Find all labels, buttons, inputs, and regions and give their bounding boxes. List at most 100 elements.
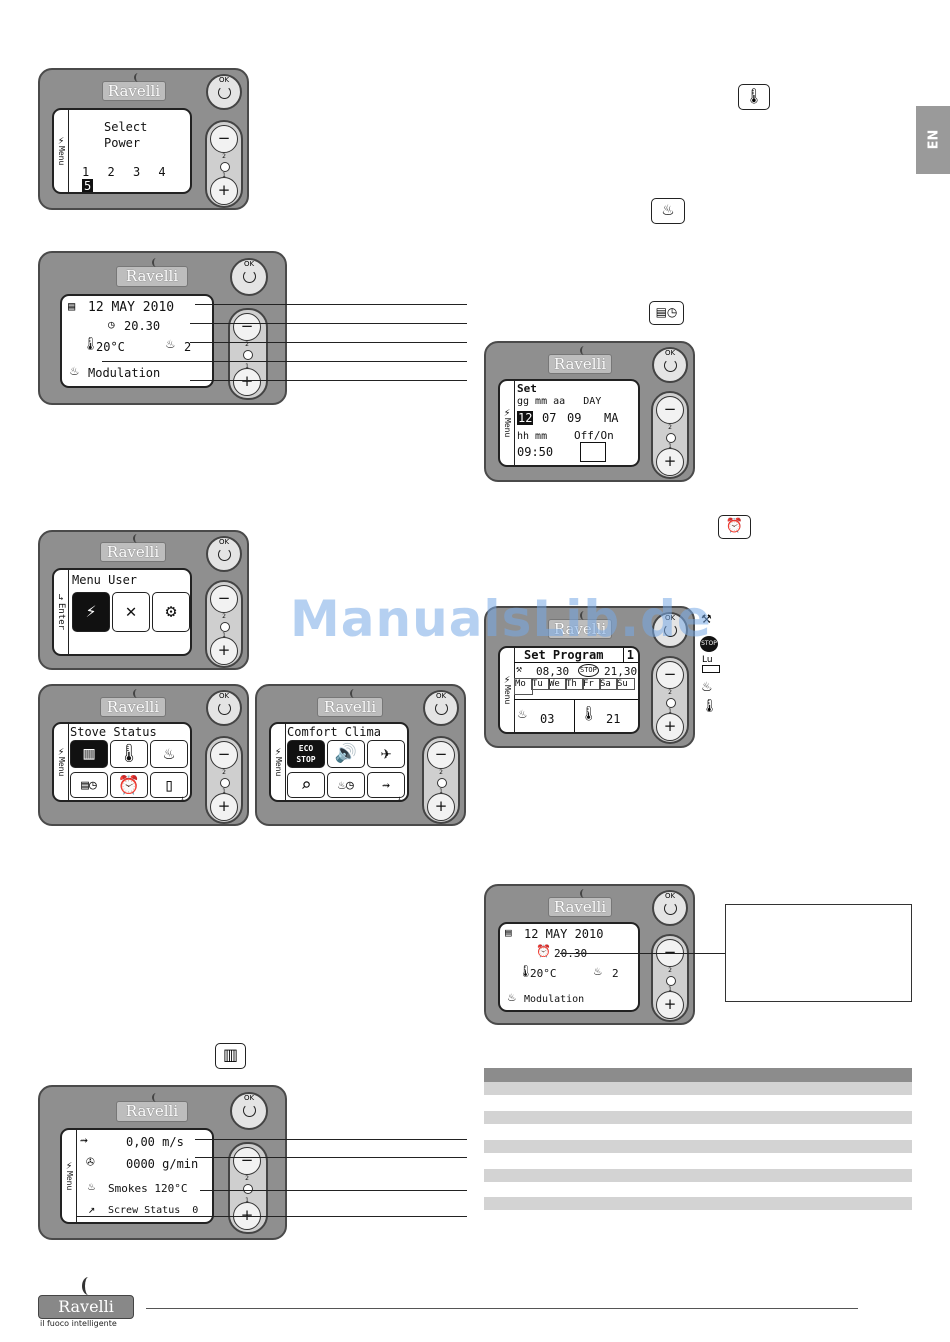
airflow-value: 0,00 m/s [126,1135,184,1149]
minus-button[interactable]: − [427,741,455,769]
ok-power-button[interactable]: OK [652,612,688,648]
minus-plus-buttons: − 2 1 + [205,120,243,208]
weekday-fr[interactable]: Fr [582,678,601,690]
menu-side-tab[interactable]: ⚡Menu [500,648,515,732]
bird-off-icon[interactable]: ✈ [367,740,405,768]
minus-button[interactable]: − [210,585,238,613]
airflow-icon: ⇝ [80,1133,88,1148]
power-level[interactable]: 2 [107,165,115,179]
ravelli-logo: Ravelli [100,689,166,717]
map-icon[interactable]: ▯ [150,772,188,798]
thermometer-icon: 🌡 [82,337,99,352]
gear-icon[interactable]: ⚙ [152,592,190,632]
ok-power-button[interactable]: OK [423,690,459,726]
smokes-value: Smokes 120°C [108,1182,188,1195]
minus-button[interactable]: − [210,741,238,769]
flame-icon[interactable]: ♨ [150,740,188,768]
stop-time[interactable]: 21,30 [604,665,638,678]
minus-button[interactable]: − [210,125,238,153]
flame-clock-icon[interactable]: ♨◷ [327,772,365,798]
plus-button[interactable]: + [656,713,684,741]
power-level[interactable]: 1 [82,165,90,179]
menu-side-tab[interactable]: ⚡Menu [62,1130,77,1222]
scroll-down-icon[interactable]: ↓ [180,794,185,802]
alarm-clock-icon[interactable]: ⏰ [110,772,148,798]
temperature-text: 20°C [96,340,125,354]
display-screen: ⚡Menu Set gg mm aa DAY 12 07 09 MA hh mm… [498,379,640,467]
plus-button[interactable]: + [427,793,455,821]
calendar-clock-icon[interactable]: ▤◷ [70,772,108,798]
set-label: Set [517,382,537,395]
table-row [484,1111,912,1124]
minus-plus-buttons: − 2 1 + [205,736,243,824]
search-tools-icon[interactable]: ⌕ [287,772,325,798]
menu-side-tab[interactable]: ⚡Menu [54,724,69,800]
power-level[interactable]: 3 [132,165,141,179]
table-row [484,1197,912,1210]
ravelli-logo: Ravelli [100,534,166,562]
year-field[interactable]: 09 [567,411,582,425]
leader-line [76,1216,467,1217]
weekday-tu[interactable]: Tu [531,678,550,690]
weekday-we[interactable]: We [548,678,567,690]
power-level-selected[interactable]: 5 [82,179,94,193]
program-number[interactable]: 1 [622,648,634,662]
minus-button[interactable]: − [233,313,261,341]
leader-line [190,380,467,381]
program-power[interactable]: 03 [540,712,555,726]
calendar-icon: ▤ [68,299,76,313]
mode-text: Modulation [524,994,585,1005]
menu-icon-user[interactable]: ⚡ [72,592,110,632]
sound-icon[interactable]: 🔊 [327,740,365,768]
airflow-icon[interactable]: ⇝ [367,772,405,798]
menu-side-tab[interactable]: ⚡Menu [271,724,286,800]
plus-button[interactable]: + [233,368,261,396]
ok-power-button[interactable]: OK [206,690,242,726]
display-screen: ▤ 12 MAY 2010 ◷ 20.30 🌡 20°C ♨ 2 ♨ Modul… [60,294,214,388]
plus-button[interactable]: + [210,793,238,821]
start-time[interactable]: 08,30 [536,665,570,678]
table-row [484,1169,912,1182]
ok-power-button[interactable]: OK [230,258,268,296]
weekday-mo[interactable]: Mo [514,678,533,695]
ok-power-button[interactable]: OK [230,1092,268,1130]
menu-side-tab[interactable]: ⚡Menu [500,381,515,465]
month-field[interactable]: 07 [542,411,557,425]
plus-button[interactable]: + [210,637,238,665]
table-row [484,1140,912,1153]
minus-button[interactable]: − [233,1147,261,1175]
display-screen: ⚡Menu Stove Status ▥ 🌡 ♨ ▤◷ ⏰ ▯ ↓ [52,722,192,802]
power-level[interactable]: 4 [158,165,166,179]
weekday-su[interactable]: Su [616,678,635,690]
day-field[interactable]: 12 [517,411,534,425]
enter-side-tab[interactable]: ↳Enter [54,570,69,654]
weekday-th[interactable]: Th [565,678,584,690]
menu-side-tab[interactable]: ⚡Menu [54,110,69,192]
ok-power-button[interactable]: OK [652,890,688,926]
plus-button[interactable]: + [210,177,238,205]
minus-button[interactable]: − [656,661,684,689]
thermometer-icon[interactable]: 🌡 [110,740,148,768]
minus-button[interactable]: − [656,396,684,424]
leader-line [195,304,467,305]
weekday-field[interactable]: MA [604,411,619,425]
control-panel-timer-display: Ravelli ▤ 12 MAY 2010 ⏰ 20.30 🌡 20°C ♨ 2… [484,884,695,1025]
scroll-down-icon[interactable]: ↓ [397,794,402,802]
ravelli-logo: Ravelli [548,889,612,917]
ok-power-button[interactable]: OK [652,347,688,383]
plus-button[interactable]: + [656,991,684,1019]
tools-icon[interactable]: ✕ [112,592,150,632]
weekday-sa[interactable]: Sa [599,678,618,690]
ravelli-logo: Ravelli [317,689,383,717]
ok-power-button[interactable]: OK [206,74,242,110]
calendar-clock-icon: ▤◷ [649,301,684,325]
flame-icon: ♨ [508,990,516,1005]
ok-power-button[interactable]: OK [206,536,242,572]
plus-button[interactable]: + [656,448,684,476]
stove-status-icon[interactable]: ▥ [70,740,108,768]
time-field[interactable]: 09:50 [517,445,554,459]
offon-checkbox[interactable] [580,442,606,462]
program-temperature[interactable]: 21 [606,712,621,726]
